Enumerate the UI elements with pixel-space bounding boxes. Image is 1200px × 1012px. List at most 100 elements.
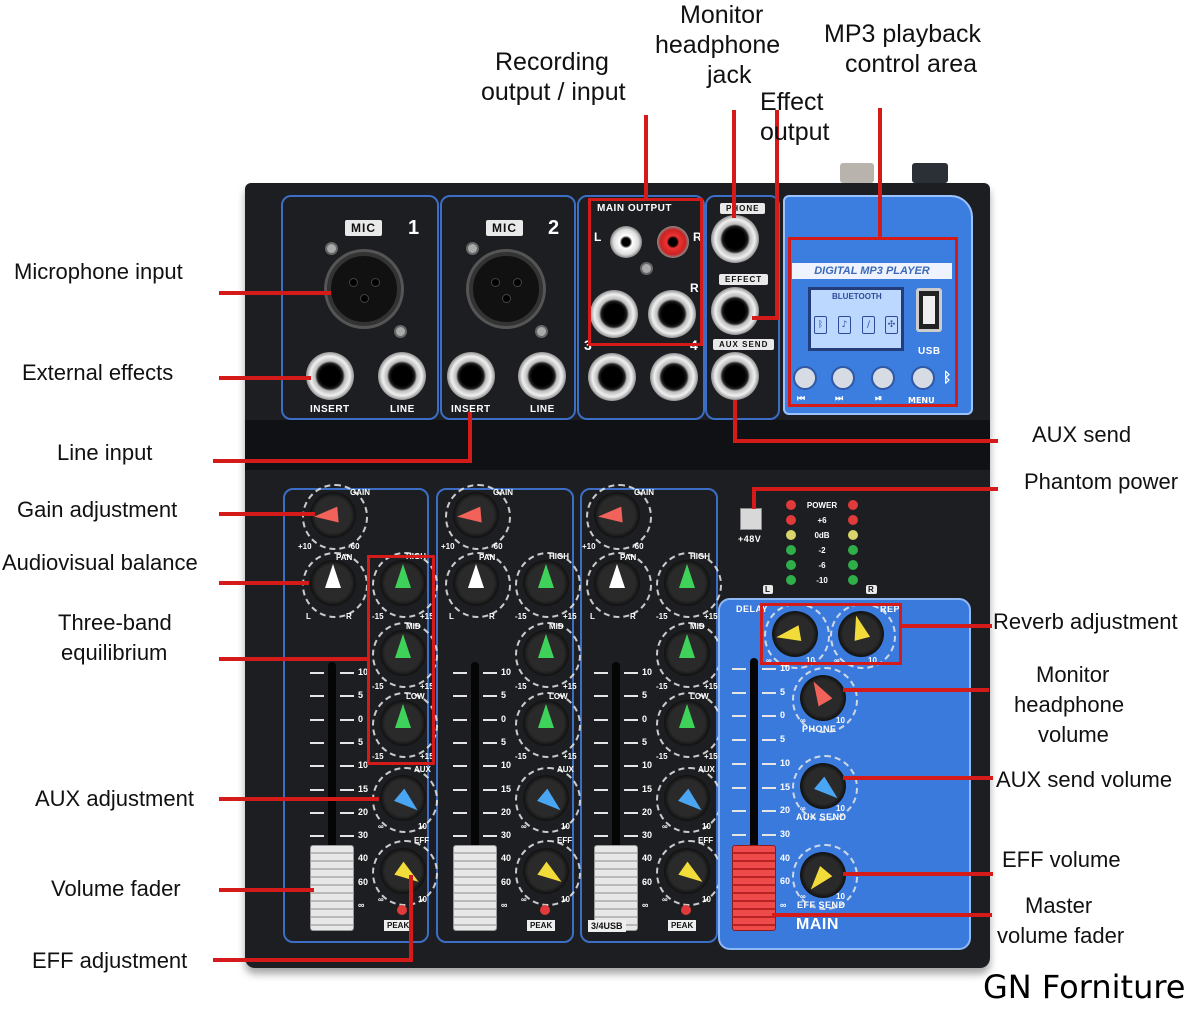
ch2-low-knob[interactable] bbox=[515, 692, 581, 758]
ch2-high-knob[interactable] bbox=[515, 552, 581, 618]
ch2-fader-cap[interactable] bbox=[453, 845, 497, 931]
line-jack-2[interactable] bbox=[518, 352, 566, 400]
play-pause-button[interactable] bbox=[871, 366, 895, 390]
ch3-mid-max-label: +15 bbox=[704, 682, 718, 691]
ch2-fader-tick bbox=[483, 741, 497, 744]
eff-send-volume-knob[interactable] bbox=[792, 844, 858, 910]
ch3-aux-pointer-icon bbox=[678, 788, 707, 817]
ch2-mid-label: MID bbox=[549, 622, 564, 631]
ch2-gain-knob[interactable] bbox=[445, 484, 511, 550]
power-switch[interactable] bbox=[912, 163, 948, 183]
leader-phantom-vert bbox=[752, 487, 756, 509]
ch3-high-knob[interactable] bbox=[656, 552, 722, 618]
line-jack-1[interactable] bbox=[378, 352, 426, 400]
prev-track-icon: ⏮ bbox=[797, 394, 806, 404]
ch1-fader-cap[interactable] bbox=[310, 845, 354, 931]
ch1-high-pointer-icon bbox=[395, 564, 411, 588]
xlr-mic-input-2[interactable] bbox=[469, 252, 543, 326]
leader-pan bbox=[219, 581, 309, 585]
rca-out-left[interactable] bbox=[610, 226, 642, 258]
meter-led-left bbox=[786, 500, 796, 510]
ch2-eff-pointer-icon bbox=[537, 861, 567, 889]
ch1-eff-knob[interactable] bbox=[372, 840, 438, 906]
rca-out-right[interactable] bbox=[657, 226, 689, 258]
ch1-gain-max-label: -60 bbox=[348, 542, 360, 551]
input-3-jack[interactable] bbox=[588, 353, 636, 401]
ch1-fader-tick bbox=[310, 835, 324, 838]
ch3-fader-scale-label: 0 bbox=[642, 713, 648, 724]
ch1-fader-scale-label: 15 bbox=[358, 783, 369, 794]
aux-send-jack[interactable] bbox=[711, 352, 759, 400]
callout-reverb: Reverb adjustment bbox=[993, 609, 1178, 634]
xlr-mic-input-1[interactable] bbox=[327, 252, 401, 326]
ch3-eff-knob[interactable] bbox=[656, 840, 722, 906]
ch2-fader-track[interactable] bbox=[471, 662, 479, 885]
leader-microphone-input bbox=[219, 291, 331, 295]
ch2-mid-knob[interactable] bbox=[515, 622, 581, 688]
ch3-fader-track[interactable] bbox=[612, 662, 620, 885]
prev-track-button[interactable] bbox=[793, 366, 817, 390]
ch2-gain-min-label: +10 bbox=[441, 542, 455, 551]
main-out-jack-left[interactable] bbox=[590, 290, 638, 338]
ch1-gain-pointer-icon bbox=[313, 506, 339, 525]
ch1-low-min-label: -15 bbox=[372, 752, 384, 761]
ch2-eff-knob[interactable] bbox=[515, 840, 581, 906]
ch2-high-pointer-icon bbox=[538, 564, 554, 588]
ch1-fader-track[interactable] bbox=[328, 662, 336, 885]
ch3-gain-knob[interactable] bbox=[586, 484, 652, 550]
highlight-reverb bbox=[760, 603, 902, 665]
ch3-pan-knob[interactable] bbox=[586, 552, 652, 618]
callout-aux-adjustment: AUX adjustment bbox=[35, 786, 194, 811]
phone-volume-pointer-icon bbox=[806, 677, 833, 707]
ch3-pan-l-label: L bbox=[590, 612, 595, 621]
ch2-fader-scale-label: 10 bbox=[501, 667, 512, 677]
effect-jack[interactable] bbox=[711, 287, 759, 335]
ch2-aux-knob[interactable] bbox=[515, 767, 581, 833]
ch1-pan-knob[interactable] bbox=[302, 552, 368, 618]
callout-eff-adjustment: EFF adjustment bbox=[32, 948, 188, 973]
master-fader-tick bbox=[732, 833, 746, 836]
ch3-fader-tick bbox=[624, 835, 638, 838]
ch3-fader-cap[interactable] bbox=[594, 845, 638, 931]
meter-led-right bbox=[848, 575, 858, 585]
leader-mp3 bbox=[878, 108, 882, 239]
phone-volume-knob[interactable] bbox=[792, 667, 858, 733]
ch1-gain-knob[interactable] bbox=[302, 484, 368, 550]
leader-eff bbox=[213, 958, 413, 962]
screw-icon bbox=[394, 325, 407, 338]
ch3-low-knob[interactable] bbox=[656, 692, 722, 758]
insert-jack-1[interactable] bbox=[306, 352, 354, 400]
master-fader-cap[interactable] bbox=[732, 845, 776, 931]
phantom-power-button[interactable] bbox=[740, 508, 762, 530]
insert-jack-2[interactable] bbox=[447, 352, 495, 400]
aux-send-volume-knob[interactable] bbox=[792, 755, 858, 821]
ch1-low-knob[interactable] bbox=[372, 692, 438, 758]
ch3-pan-label: PAN bbox=[620, 553, 637, 562]
master-fader-track[interactable] bbox=[750, 658, 758, 885]
ch3-fader-tick bbox=[624, 811, 638, 814]
phone-jack[interactable] bbox=[711, 215, 759, 263]
next-track-button[interactable] bbox=[831, 366, 855, 390]
line-label-2: LINE bbox=[530, 404, 555, 415]
master-fader-scale-label: 40 bbox=[780, 852, 791, 863]
usb-port[interactable] bbox=[916, 288, 942, 332]
ch3-aux-knob[interactable] bbox=[656, 767, 722, 833]
input-4-jack[interactable] bbox=[650, 353, 698, 401]
ch1-peak-led bbox=[397, 905, 407, 915]
ch3-fader-scale-label: 15 bbox=[642, 783, 653, 794]
callout-master-2: volume fader bbox=[997, 923, 1125, 948]
ch2-fader-scale-label: 30 bbox=[501, 830, 512, 841]
master-fader-tick bbox=[762, 833, 776, 836]
ch3-mid-knob[interactable] bbox=[656, 622, 722, 688]
main-out-jack-right[interactable] bbox=[648, 290, 696, 338]
ch1-high-knob[interactable] bbox=[372, 552, 438, 618]
ch2-pan-knob[interactable] bbox=[445, 552, 511, 618]
menu-button[interactable] bbox=[911, 366, 935, 390]
ch1-aux-knob[interactable] bbox=[372, 767, 438, 833]
leader-eff-volume bbox=[843, 872, 993, 876]
meter-left-tag: L bbox=[763, 585, 773, 594]
ch3-eff-min-label: ∞ bbox=[662, 895, 668, 904]
ch2-low-min-label: -15 bbox=[515, 752, 527, 761]
lcd-display bbox=[808, 287, 904, 351]
ch1-mid-knob[interactable] bbox=[372, 622, 438, 688]
